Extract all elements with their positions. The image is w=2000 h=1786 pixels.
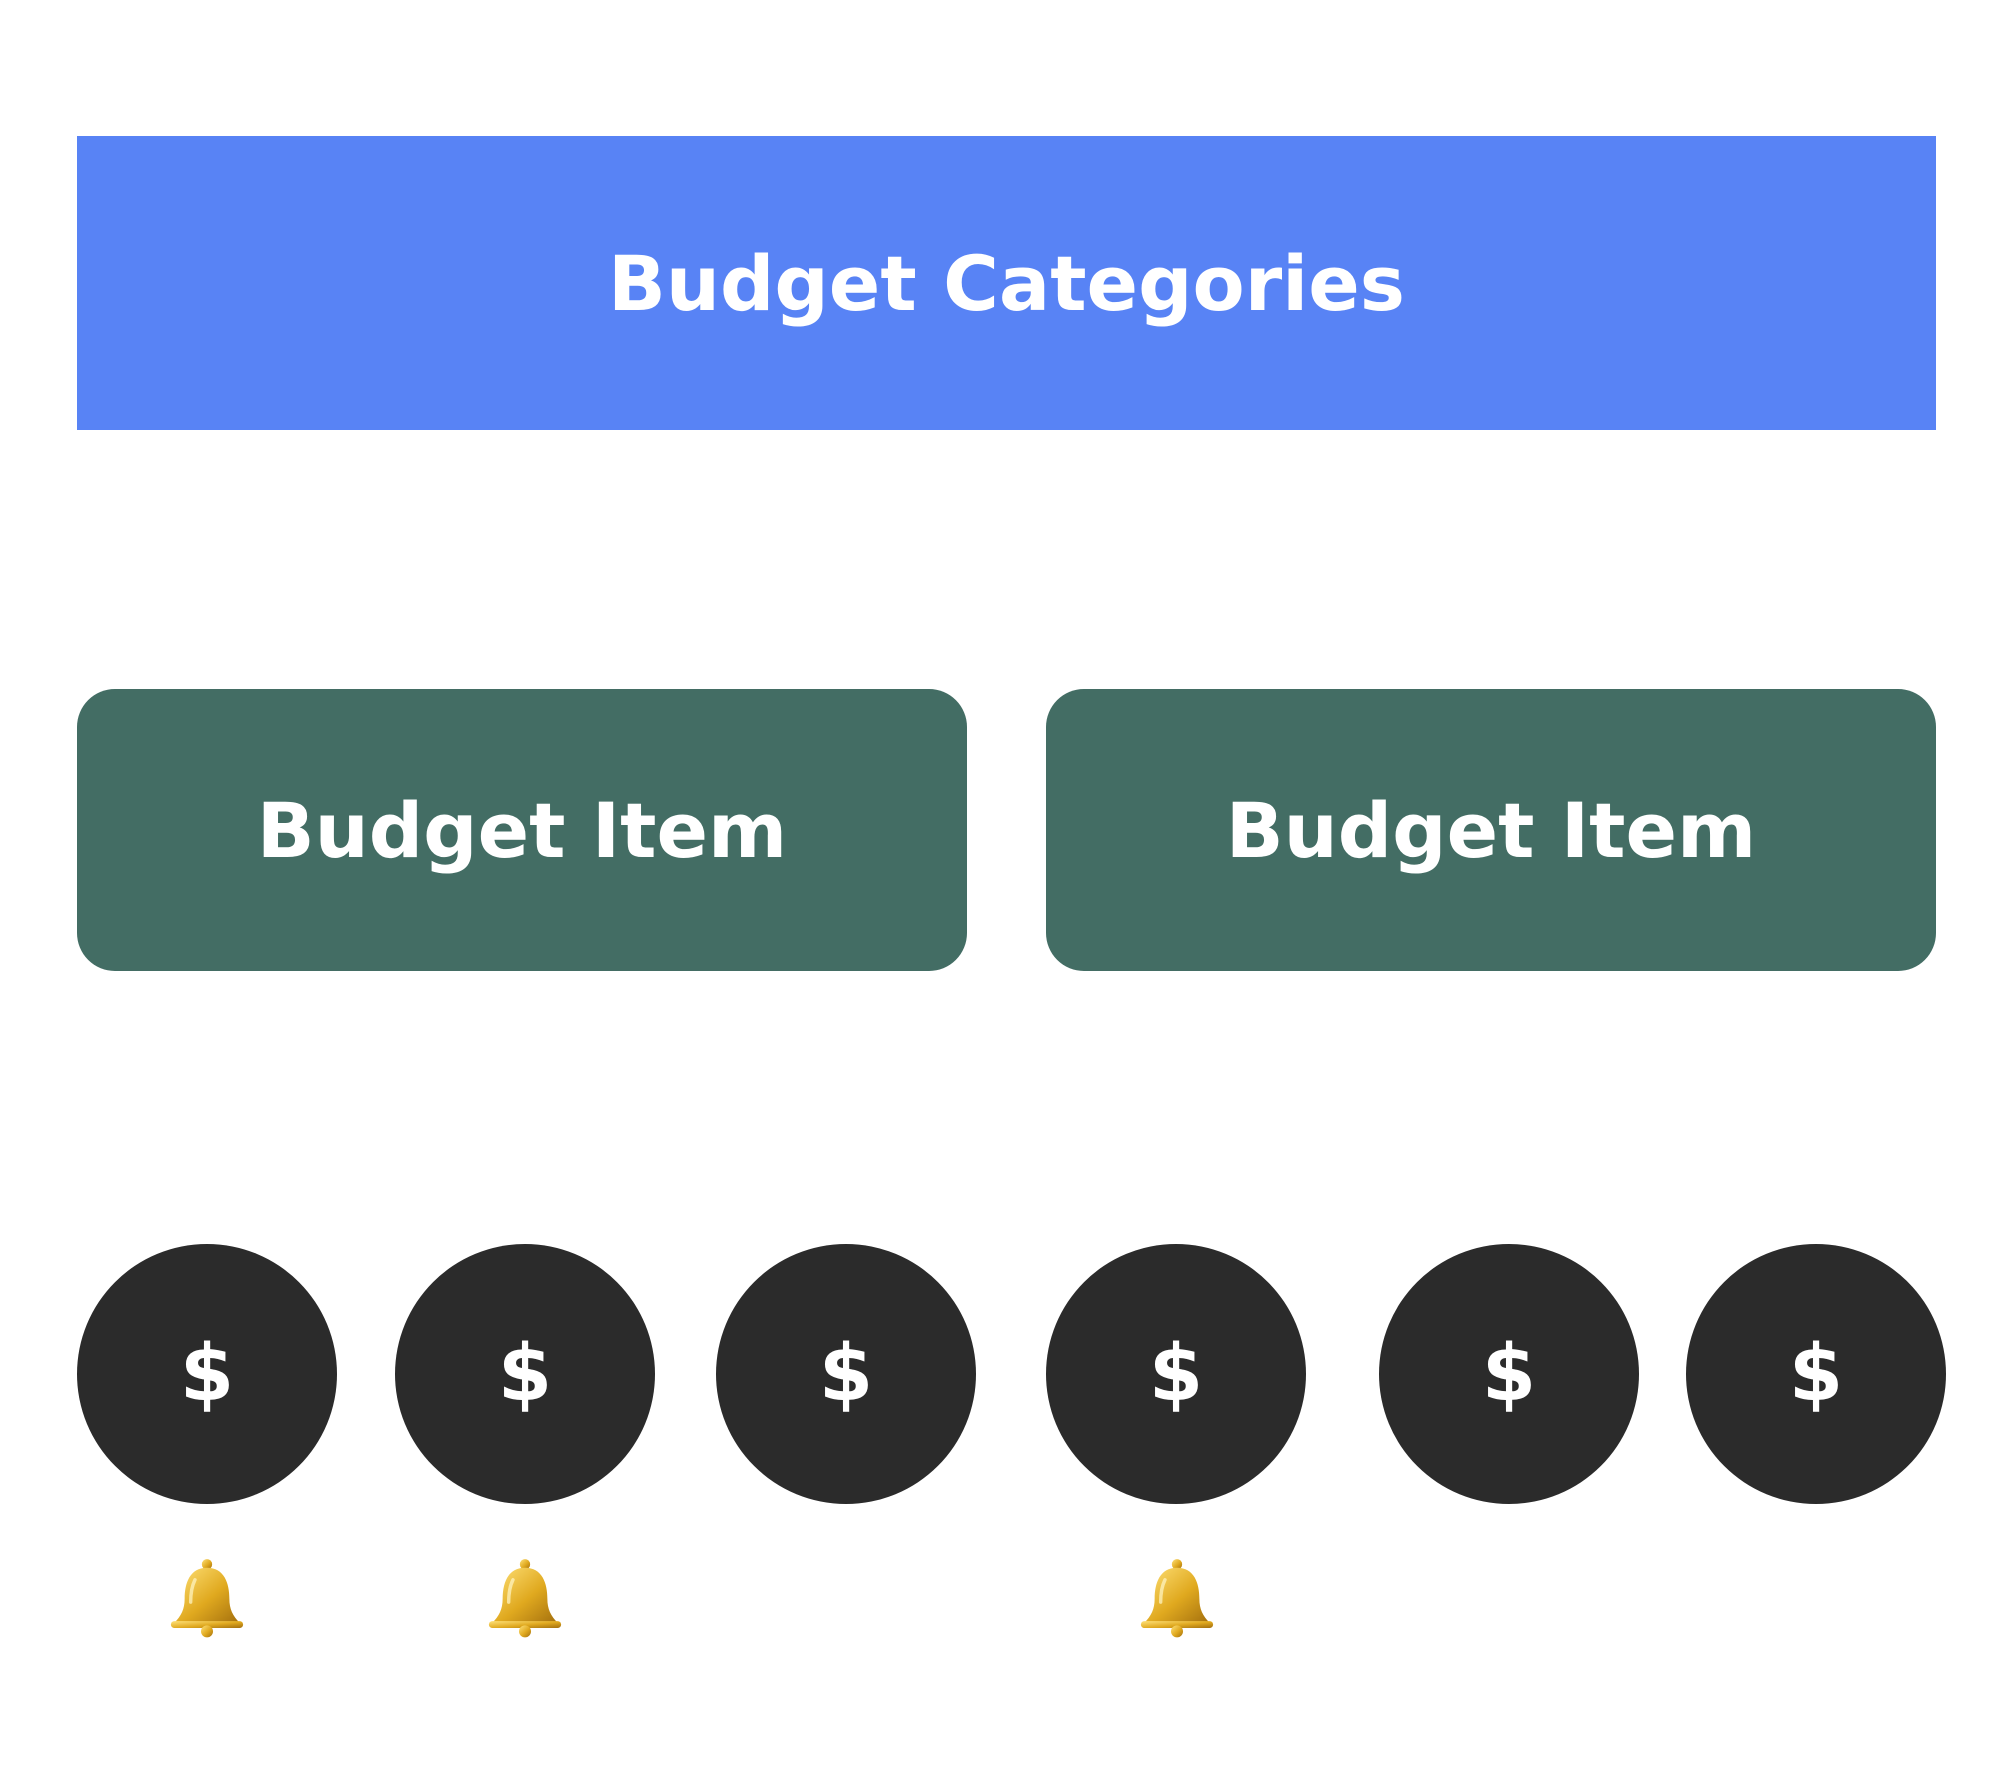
dollar-coin: $	[716, 1244, 976, 1504]
budget-item-label: Budget Item	[256, 785, 788, 875]
budget-item-box: Budget Item	[77, 689, 967, 971]
dollar-coin: $	[1379, 1244, 1639, 1504]
dollar-sign: $	[497, 1329, 553, 1419]
dollar-sign: $	[818, 1329, 874, 1419]
header-title: Budget Categories	[607, 238, 1406, 328]
budget-item-label: Budget Item	[1225, 785, 1757, 875]
dollar-sign: $	[1481, 1329, 1537, 1419]
budget-item-box: Budget Item	[1046, 689, 1936, 971]
dollar-coin: $	[1686, 1244, 1946, 1504]
bell-icon	[157, 1552, 257, 1642]
bell-icon	[1127, 1552, 1227, 1642]
dollar-coin: $	[1046, 1244, 1306, 1504]
bell-icon	[475, 1552, 575, 1642]
dollar-sign: $	[1148, 1329, 1204, 1419]
dollar-sign: $	[179, 1329, 235, 1419]
budget-categories-header: Budget Categories	[77, 136, 1936, 430]
dollar-sign: $	[1788, 1329, 1844, 1419]
dollar-coin: $	[77, 1244, 337, 1504]
dollar-coin: $	[395, 1244, 655, 1504]
